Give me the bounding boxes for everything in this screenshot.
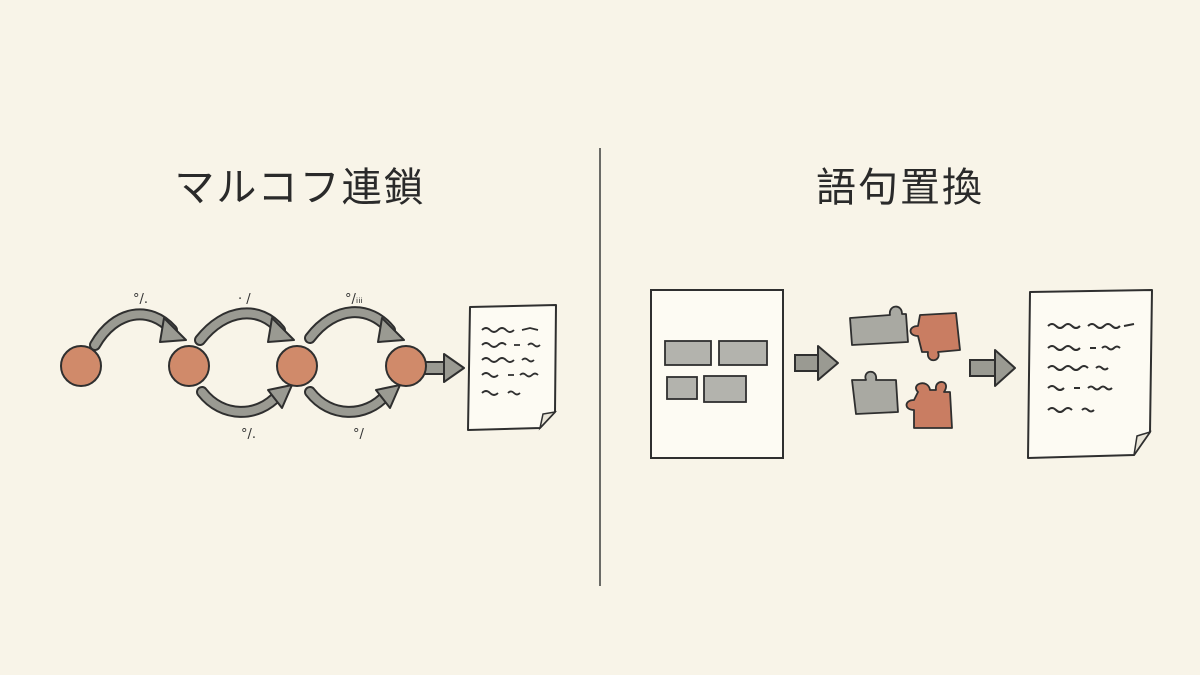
phrase-substitution-title: 語句置換 <box>816 165 984 211</box>
state-node <box>168 345 210 387</box>
state-node <box>60 345 102 387</box>
transition-arrow <box>304 306 405 344</box>
phrase-block <box>718 340 768 366</box>
phrase-block <box>664 340 712 366</box>
input-document-icon <box>650 289 784 459</box>
transition-arrow <box>196 384 293 418</box>
phrase-substitution-diagram <box>650 289 1153 459</box>
markov-chain-diagram: °/. · / °/ᵢᵢᵢ °/. °/ <box>60 292 558 442</box>
transition-arrow <box>194 307 295 346</box>
state-node <box>385 345 427 387</box>
state-node <box>276 345 318 387</box>
transition-label: °/. <box>241 427 256 442</box>
transition-label: · / <box>238 292 251 307</box>
transition-arrow <box>304 384 401 418</box>
transition-label: °/ <box>353 427 365 442</box>
document-icon <box>467 304 558 431</box>
process-arrow <box>969 349 1016 387</box>
transition-label: °/ᵢᵢᵢ <box>345 292 363 307</box>
panel-divider <box>599 148 601 586</box>
phrase-block <box>666 376 698 400</box>
puzzle-piece-icon <box>851 370 899 415</box>
transition-arrow <box>89 308 187 351</box>
puzzle-piece-icon <box>905 381 953 429</box>
transition-label: °/. <box>133 292 148 307</box>
puzzle-piece-icon <box>909 312 961 362</box>
phrase-block <box>703 375 747 403</box>
puzzle-piece-icon <box>849 305 909 346</box>
markov-chain-title: マルコフ連鎖 <box>174 165 426 211</box>
process-arrow <box>794 345 839 381</box>
document-icon <box>1027 289 1153 459</box>
